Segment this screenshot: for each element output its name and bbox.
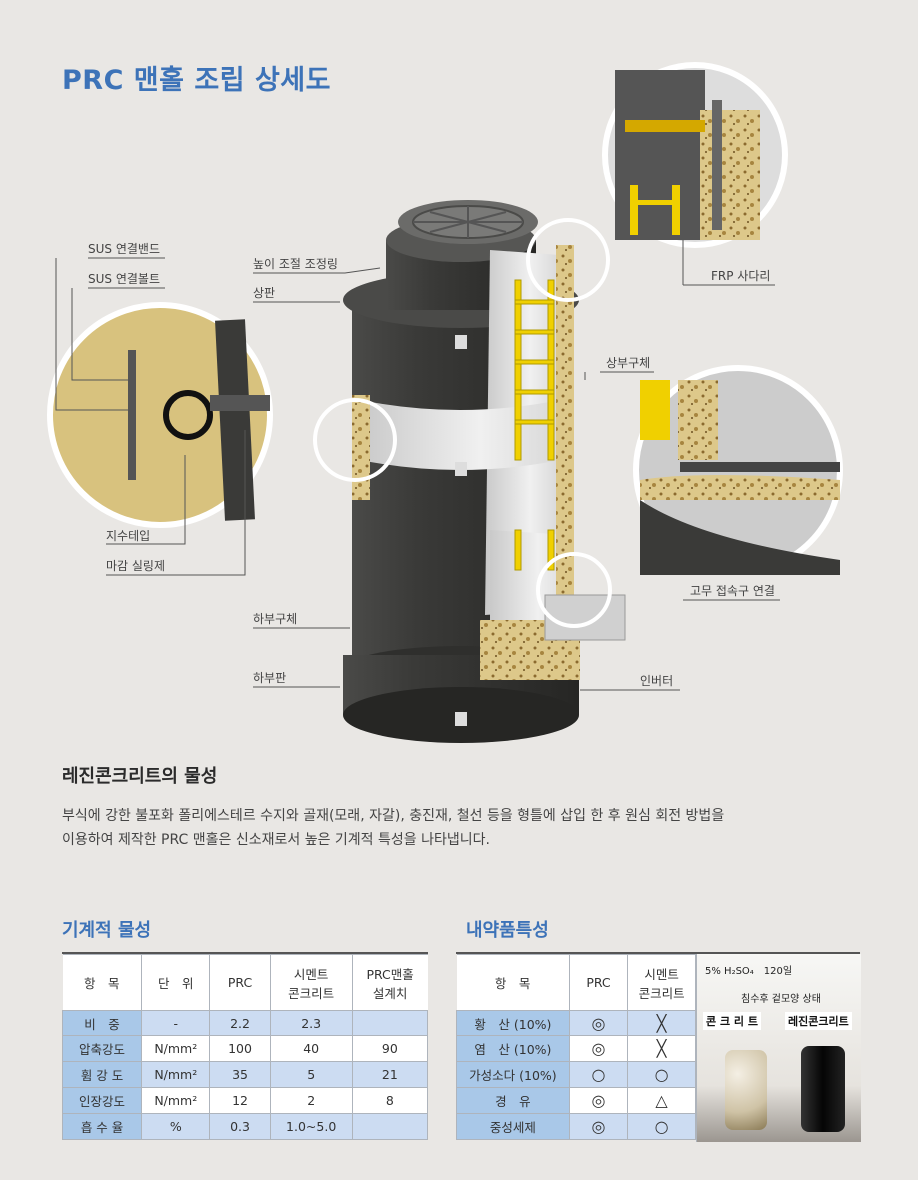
cell: 2 [269, 1087, 353, 1114]
mech-header: 단 위 [141, 954, 211, 1011]
concrete-sample [725, 1050, 767, 1130]
cell: N/mm² [141, 1035, 211, 1062]
label-upper-body: 상부구체 [606, 356, 650, 370]
detail-circle-ladder [602, 62, 788, 248]
desc-line-1: 부식에 강한 불포화 폴리에스테르 수지와 골재(모래, 자갈), 충진재, 철… [62, 808, 725, 824]
cell: ○ [568, 1061, 629, 1088]
cell: ╳ [627, 1010, 696, 1036]
chem-header: 시멘트 콘크리트 [627, 954, 696, 1011]
cell [351, 1113, 429, 1140]
label-rubber-joint: 고무 접속구 연결 [690, 584, 775, 598]
label-height-ring: 높이 조절 조정링 [253, 257, 338, 271]
mech-header: 항 목 [62, 954, 143, 1011]
cell: 21 [351, 1061, 429, 1088]
label-lower-body: 하부구체 [253, 612, 297, 626]
mech-table-top-border [62, 952, 428, 954]
cell: 황 산 (10%) [456, 1010, 570, 1036]
cell: △ [627, 1087, 696, 1114]
photo-caption: 5% H₂SO₄ 120일 [705, 966, 793, 977]
table-row: 가성소다 (10%)○○ [456, 1061, 696, 1088]
label-top-slab: 상판 [253, 286, 275, 300]
photo-label-resin: 레진콘크리트 [785, 1012, 852, 1030]
cell: 90 [351, 1035, 429, 1062]
cell: 휨 강 도 [61, 1061, 143, 1088]
label-bottom-slab: 하부판 [253, 671, 286, 685]
detail-circle-joint [47, 302, 273, 528]
chem-header: PRC [568, 954, 629, 1011]
manhole-body [343, 200, 626, 743]
page-title: PRC 맨홀 조립 상세도 [62, 65, 331, 96]
mech-table-title: 기계적 물성 [62, 920, 152, 941]
table-row: 황 산 (10%)◎╳ [456, 1010, 696, 1036]
mech-header: PRC맨홀 설계치 [351, 954, 428, 1011]
cell: 5 [269, 1061, 353, 1088]
chem-table-title: 내약품특성 [466, 920, 549, 941]
cell: ◎ [568, 1010, 629, 1036]
cell: 가성소다 (10%) [456, 1061, 570, 1088]
cell: 1.0~5.0 [269, 1113, 353, 1140]
manhole-assembly-diagram: SUS 연결밴드 SUS 연결볼트 지수테입 마감 실링제 높이 조절 조정링 … [47, 62, 843, 743]
cell: N/mm² [141, 1087, 211, 1114]
label-sus-band: SUS 연결밴드 [88, 242, 160, 256]
chem-table-top-border [456, 952, 860, 954]
cell: 경 유 [456, 1087, 570, 1114]
section-description: 부식에 강한 불포화 폴리에스테르 수지와 골재(모래, 자갈), 충진재, 철… [62, 804, 862, 852]
cell: 2.2 [209, 1010, 271, 1036]
cell: ╳ [627, 1035, 696, 1062]
cell: - [141, 1010, 211, 1036]
leader-lines [55, 230, 780, 691]
section-title: 레진콘크리트의 물성 [62, 766, 218, 787]
label-sealant: 마감 실링제 [106, 559, 165, 573]
chem-header: 항 목 [456, 954, 570, 1011]
cell: 비 중 [61, 1010, 143, 1036]
cell: ◎ [568, 1087, 629, 1114]
cell: ◎ [568, 1035, 629, 1062]
cell: 2.3 [269, 1010, 353, 1036]
cell: 8 [351, 1087, 429, 1114]
label-frp-ladder: FRP 사다리 [711, 269, 770, 283]
cell: 0.3 [209, 1113, 271, 1140]
cell: 인장강도 [61, 1087, 143, 1114]
cell: ○ [627, 1113, 696, 1140]
cell: 중성세제 [456, 1113, 570, 1140]
cell: 40 [269, 1035, 353, 1062]
detail-circle-rubber [633, 365, 843, 575]
table-row: 경 유◎△ [456, 1087, 696, 1114]
cell: % [141, 1113, 211, 1140]
cell: 100 [209, 1035, 271, 1062]
label-waterproof-tape: 지수테입 [106, 529, 150, 543]
cell: N/mm² [141, 1061, 211, 1088]
label-sus-bolt: SUS 연결볼트 [88, 272, 160, 286]
cell: 35 [209, 1061, 271, 1088]
photo-label-concrete: 콘 크 리 트 [703, 1012, 761, 1030]
table-row: 중성세제◎○ [456, 1113, 696, 1140]
cell: 압축강도 [61, 1035, 143, 1062]
chem-table: 항 목 PRC 시멘트 콘크리트 황 산 (10%)◎╳ 염 산 (10%)◎╳… [456, 954, 696, 1140]
sample-photo: 5% H₂SO₄ 120일 침수후 겉모양 상태 콘 크 리 트 레진콘크리트 [696, 954, 861, 1142]
cell: 흡 수 율 [61, 1113, 143, 1140]
cell: 12 [209, 1087, 271, 1114]
cell: 염 산 (10%) [456, 1035, 570, 1062]
cell [351, 1010, 429, 1036]
photo-caption-2: 침수후 겉모양 상태 [741, 994, 821, 1005]
mech-header: PRC [209, 954, 271, 1011]
cell: ○ [627, 1061, 696, 1088]
desc-line-2: 이용하여 제작한 PRC 맨홀은 신소재로서 높은 기계적 특성을 나타냅니다. [62, 832, 490, 848]
label-inverter: 인버터 [640, 674, 673, 688]
table-row: 염 산 (10%)◎╳ [456, 1035, 696, 1062]
cell: ◎ [568, 1113, 629, 1140]
mech-header: 시멘트 콘크리트 [269, 954, 353, 1011]
resin-sample [801, 1046, 845, 1132]
